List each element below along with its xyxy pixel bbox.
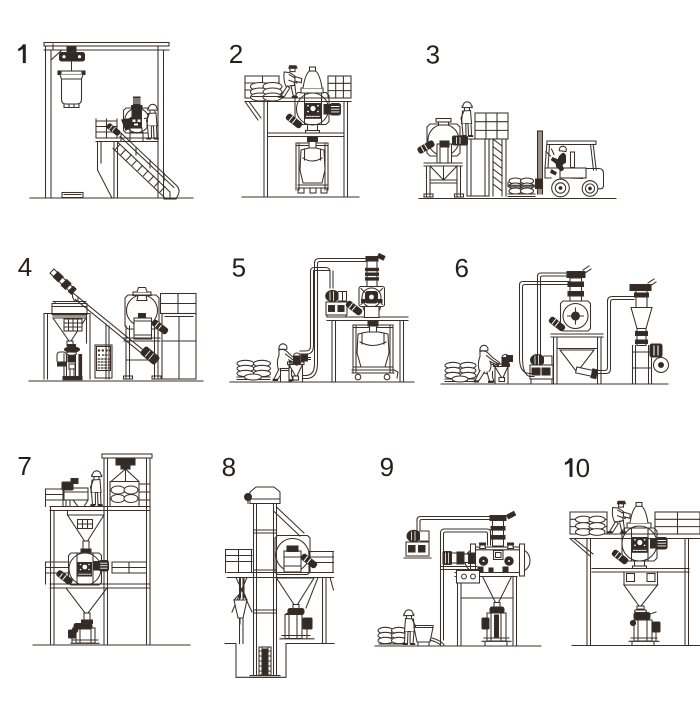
svg-text:4: 4 (18, 252, 32, 282)
svg-text:3: 3 (426, 40, 440, 70)
svg-text:5: 5 (232, 253, 246, 283)
svg-text:8: 8 (222, 452, 236, 482)
svg-text:7: 7 (17, 451, 31, 481)
svg-text:0: 0 (576, 453, 590, 483)
svg-text:9: 9 (380, 452, 394, 482)
svg-text:6: 6 (455, 253, 469, 283)
svg-text:2: 2 (229, 39, 243, 69)
